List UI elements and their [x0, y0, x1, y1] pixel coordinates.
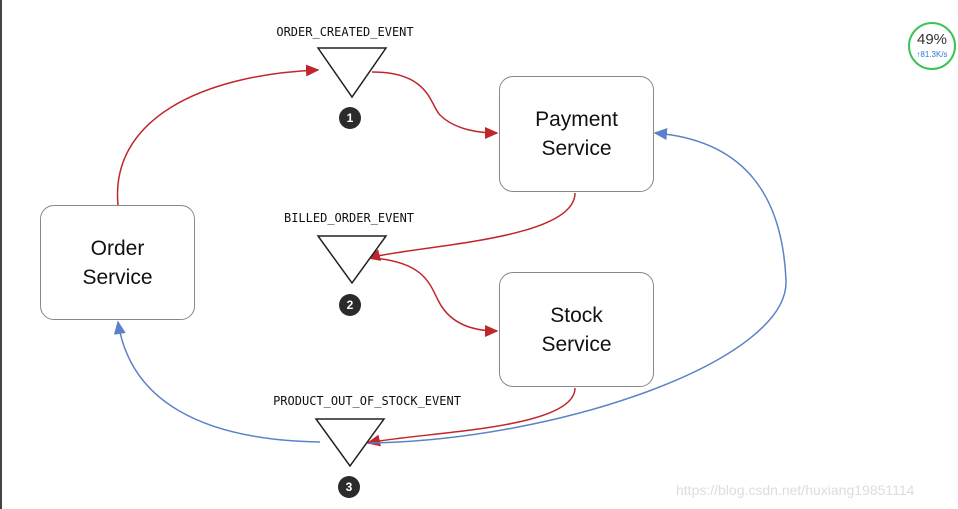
node-label: Service: [541, 137, 612, 160]
event2-triangle: [316, 235, 388, 285]
event3-triangle: [314, 418, 386, 468]
widget-percent: 49%: [916, 31, 948, 48]
event1-number-badge: 1: [339, 107, 361, 129]
event2-label: BILLED_ORDER_EVENT: [283, 211, 415, 225]
node-label: Order: [90, 236, 145, 260]
node-label: Stock: [550, 303, 603, 327]
order-service-node: Order Service: [40, 205, 195, 320]
node-label: Service: [541, 332, 612, 356]
arrow-event3-to-payment: [369, 128, 787, 444]
arrow-event1-to-payment: [371, 71, 499, 139]
event3-number-badge: 3: [338, 476, 360, 498]
event2-number-badge: 2: [339, 294, 361, 316]
arrow-order-to-event1: [116, 64, 320, 206]
event1-triangle: [316, 47, 388, 99]
arrow-stock-to-event3: [366, 387, 576, 447]
node-label: Payment: [535, 108, 618, 131]
network-speed-widget[interactable]: 49% ↑81.3K/s: [908, 22, 956, 70]
event3-label: PRODUCT_OUT_OF_STOCK_EVENT: [273, 394, 461, 408]
node-label: Service: [82, 265, 153, 289]
watermark: https://blog.csdn.net/huxiang19851114: [676, 482, 915, 498]
stock-service-node: Stock Service: [499, 272, 654, 387]
payment-service-node: Payment Service: [499, 76, 654, 192]
arrow-event3-to-order: [113, 320, 321, 443]
arrow-event2-to-stock: [371, 257, 499, 337]
arrow-payment-to-event2: [366, 192, 576, 261]
event1-label: ORDER_CREATED_EVENT: [276, 25, 414, 39]
widget-rate: ↑81.3K/s: [916, 50, 948, 59]
window-edge: [0, 0, 2, 509]
